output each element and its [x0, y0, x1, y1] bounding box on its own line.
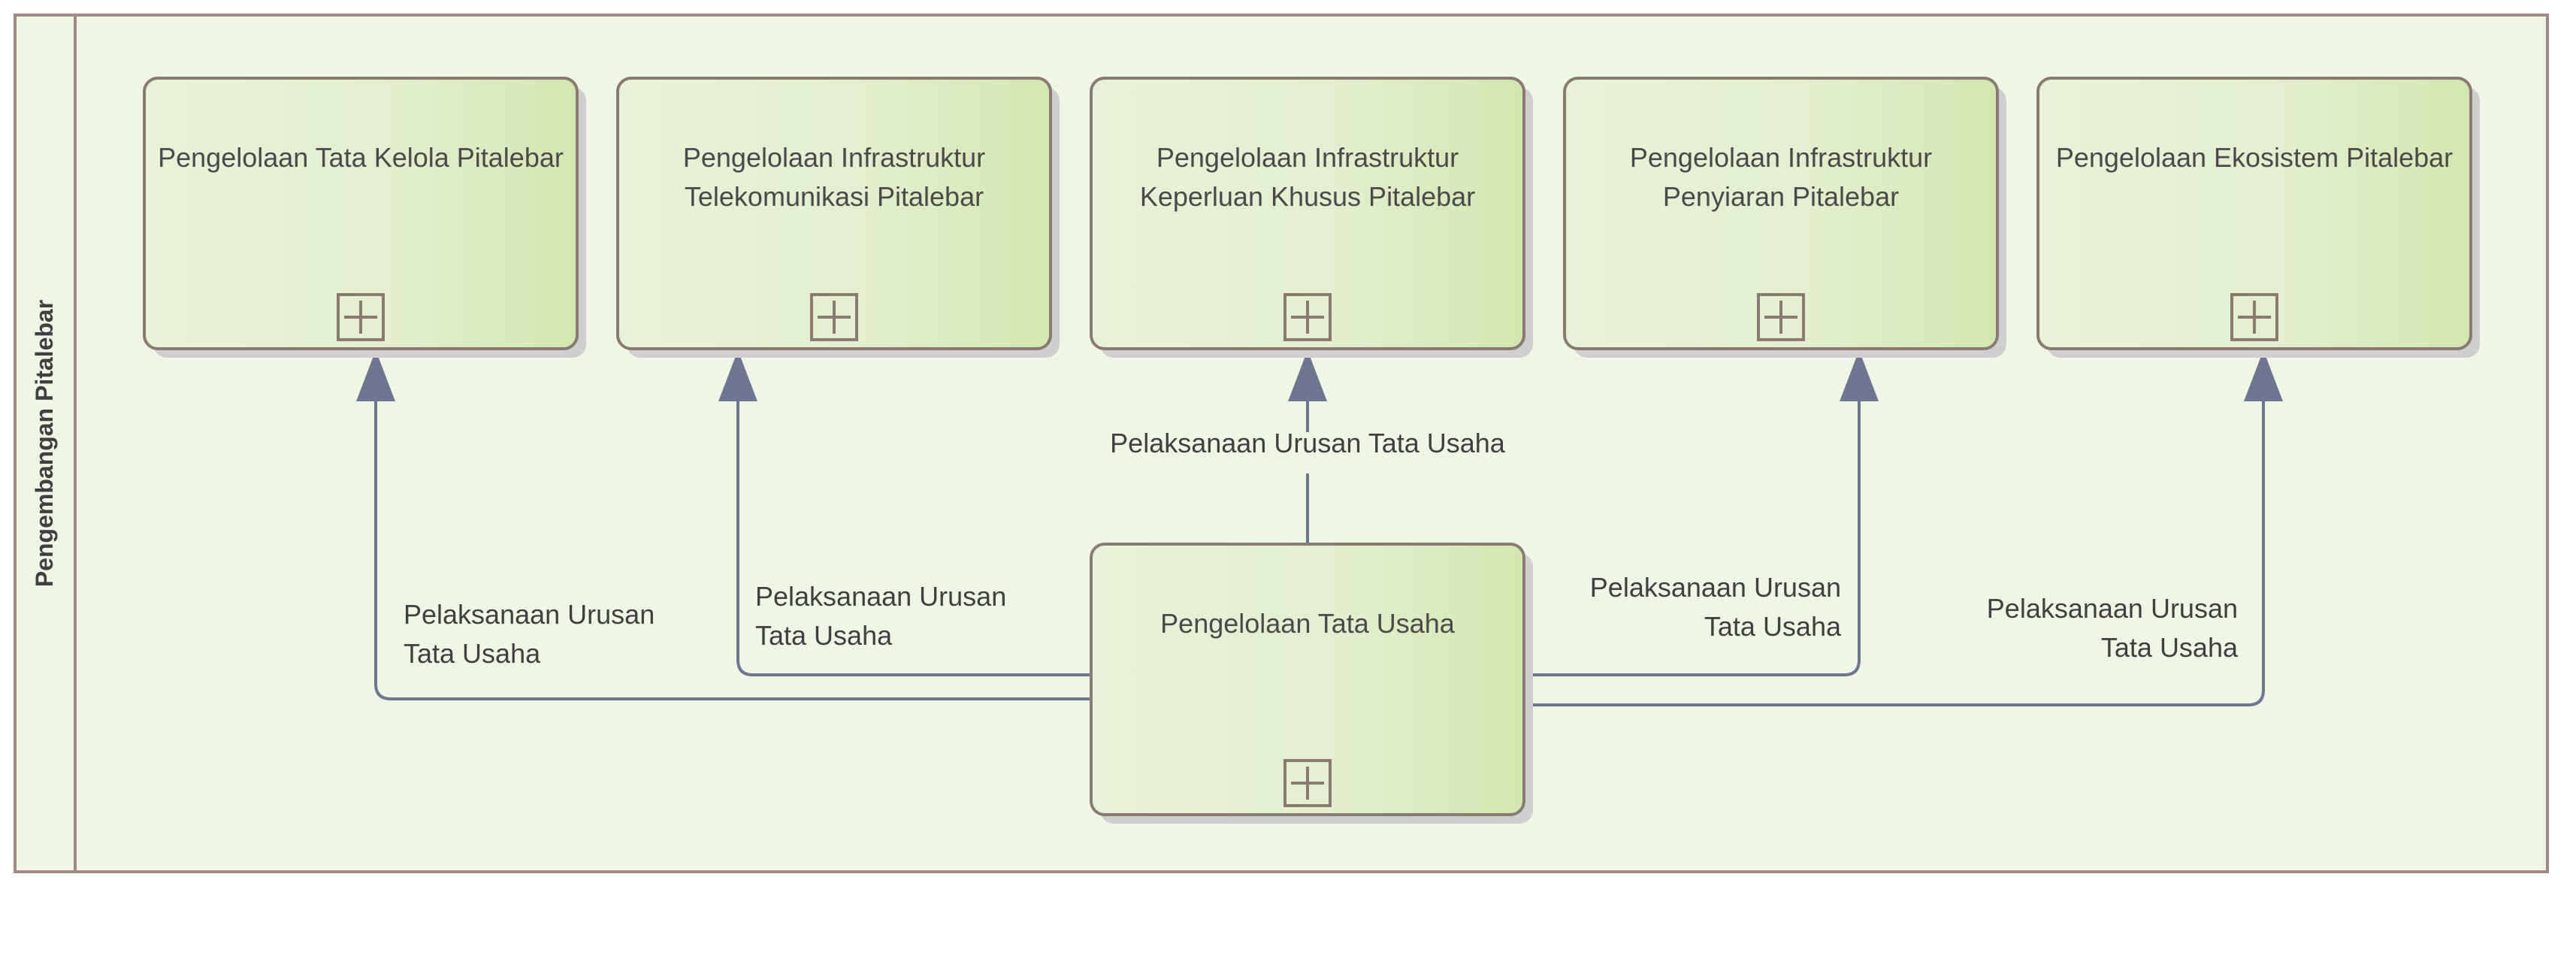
connector-line[interactable] — [374, 353, 1091, 700]
process-box-p5[interactable]: Pengelolaan Ekosistem Pitalebar — [2036, 77, 2480, 358]
arrowhead-icon — [1288, 350, 1327, 401]
process-box[interactable] — [1090, 543, 1525, 816]
flow-label: Tata Usaha — [1704, 611, 1842, 642]
process-box[interactable] — [2036, 77, 2472, 350]
process-label: Pengelolaan Infrastruktur — [683, 142, 985, 173]
process-box-p0[interactable]: Pengelolaan Tata Usaha — [1090, 543, 1533, 824]
flow-label: Pelaksanaan Urusan — [1987, 593, 2238, 624]
connector-line[interactable] — [1524, 353, 2265, 706]
process-box-p1[interactable]: Pengelolaan Tata Kelola Pitalebar — [143, 77, 586, 358]
flow-label: Pelaksanaan Urusan Tata Usaha — [1110, 428, 1506, 458]
plus-square-icon[interactable] — [1757, 293, 1805, 341]
flow-label: Pelaksanaan Urusan — [404, 599, 655, 630]
process-box-p2[interactable]: Pengelolaan InfrastrukturTelekomunikasi … — [616, 77, 1060, 358]
process-label: Pengelolaan Infrastruktur — [1156, 142, 1459, 173]
plus-square-icon[interactable] — [1283, 293, 1332, 341]
process-box[interactable] — [1090, 77, 1525, 350]
plus-square-icon[interactable] — [1283, 759, 1332, 807]
arrowhead-icon — [356, 350, 395, 401]
flow-label: Tata Usaha — [404, 638, 541, 669]
connector-line[interactable] — [1524, 353, 1861, 676]
connector-line[interactable] — [736, 353, 1091, 676]
arrowhead-icon — [718, 350, 757, 401]
process-label: Keperluan Khusus Pitalebar — [1140, 181, 1475, 212]
lane-label: Pengembangan Pitalebar — [31, 300, 58, 587]
process-label: Pengelolaan Tata Kelola Pitalebar — [158, 142, 564, 173]
flow-label: Pelaksanaan Urusan — [1590, 572, 1841, 603]
flow-label: Pelaksanaan Urusan — [755, 581, 1006, 612]
process-box[interactable] — [1563, 77, 1999, 350]
process-label: Pengelolaan Infrastruktur — [1630, 142, 1932, 173]
process-label: Penyiaran Pitalebar — [1663, 181, 1899, 212]
process-box[interactable] — [616, 77, 1052, 350]
plus-square-icon[interactable] — [810, 293, 858, 341]
flow-label: Tata Usaha — [755, 620, 893, 651]
process-label: Pengelolaan Ekosistem Pitalebar — [2056, 142, 2453, 173]
arrowhead-icon — [1840, 350, 1879, 401]
label-gap — [1302, 432, 1314, 473]
plus-square-icon[interactable] — [337, 293, 385, 341]
process-box[interactable] — [143, 77, 579, 350]
plus-square-icon[interactable] — [2230, 293, 2278, 341]
process-label: Telekomunikasi Pitalebar — [685, 181, 984, 212]
flow-label: Tata Usaha — [2101, 632, 2239, 663]
process-label: Pengelolaan Tata Usaha — [1160, 608, 1456, 639]
arrowhead-icon — [2244, 350, 2283, 401]
flow-p3[interactable]: Pelaksanaan Urusan Tata Usaha — [1110, 350, 1506, 544]
